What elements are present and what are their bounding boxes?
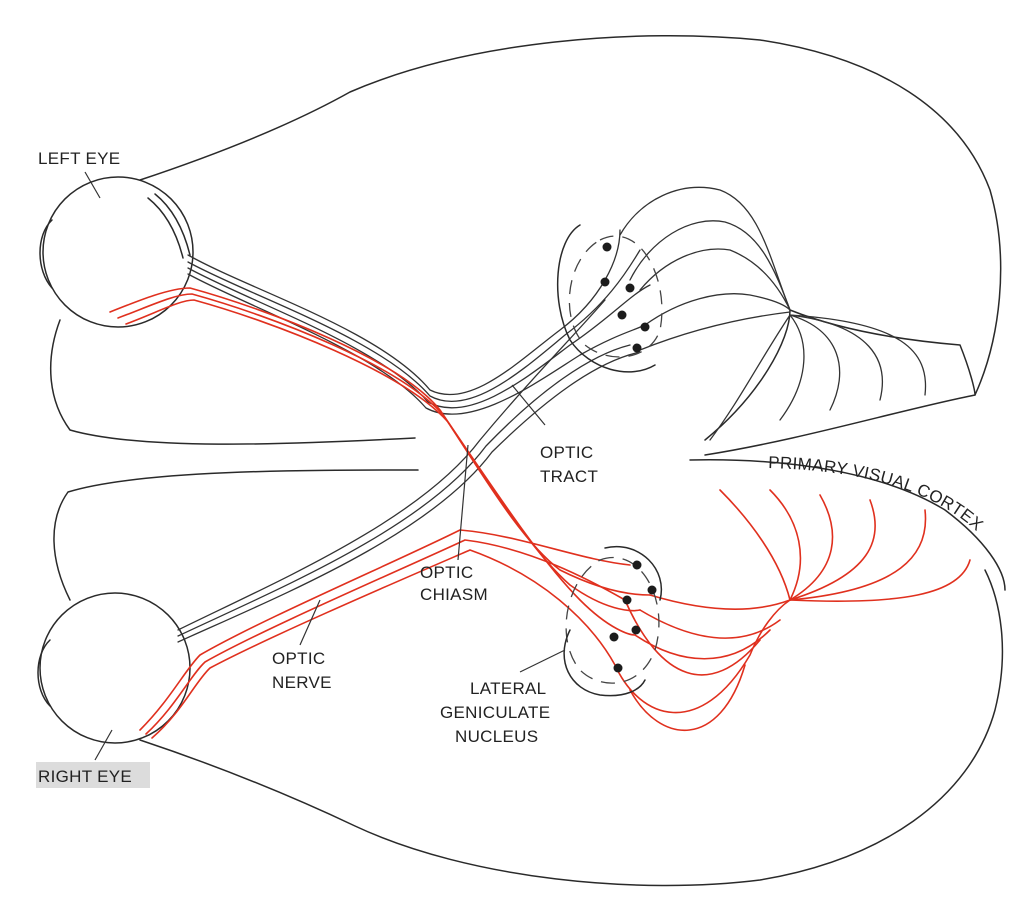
upper-lgn: [556, 224, 663, 373]
optic-nerve-label-line2: NERVE: [272, 673, 332, 692]
lgn-label-line1: LATERAL: [470, 679, 546, 698]
optic-nerve-label-line1: OPTIC: [272, 649, 325, 668]
upper-radiation-fibers: [619, 186, 927, 441]
optic-tract-label-line1: OPTIC: [540, 443, 593, 462]
optic-chiasm-label-line2: CHIASM: [420, 585, 488, 604]
right-eye-label: RIGHT EYE: [38, 767, 132, 786]
left-eye-fibers: [177, 229, 651, 643]
brain-outline: [50, 34, 1006, 887]
red-fibers: [109, 287, 971, 739]
right-eye: [37, 592, 191, 744]
left-eye: [39, 176, 194, 328]
leader-lines: [84, 171, 566, 761]
optic-tract-label-line2: TRACT: [540, 467, 598, 486]
lgn-label-line3: NUCLEUS: [455, 727, 538, 746]
left-eye-label: LEFT EYE: [38, 149, 120, 168]
lower-lgn: [563, 545, 663, 697]
primary-visual-cortex-label-path: PRIMARY VISUAL CORTEX: [768, 453, 987, 535]
lgn-label-line2: GENICULATE: [440, 703, 550, 722]
optic-chiasm-label-line1: OPTIC: [420, 563, 473, 582]
right-eye-label-highlight: [36, 762, 150, 788]
primary-visual-cortex-label: PRIMARY VISUAL CORTEX: [768, 453, 987, 535]
